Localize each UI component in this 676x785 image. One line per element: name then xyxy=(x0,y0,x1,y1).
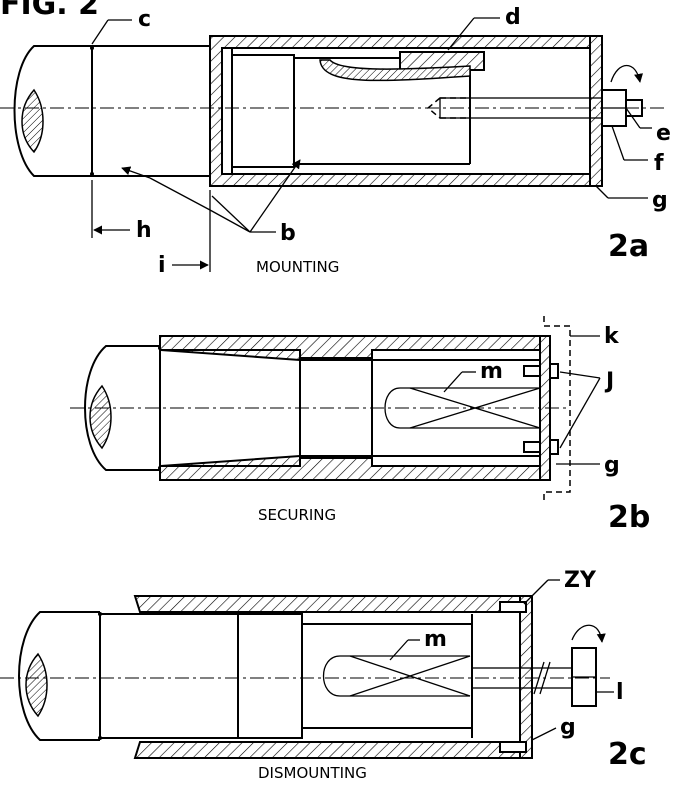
label-k: k xyxy=(604,324,620,349)
label-g-2b: g xyxy=(604,453,620,478)
label-g: g xyxy=(652,188,668,213)
caption-dismounting: DISMOUNTING xyxy=(258,764,367,782)
label-l: l xyxy=(616,680,624,705)
end-plate-2a xyxy=(589,35,603,187)
figure-id-2b: 2b xyxy=(608,500,650,535)
label-zy: ZY xyxy=(564,568,597,593)
figure-id-2a: 2a xyxy=(608,229,649,264)
label-b: b xyxy=(280,221,296,246)
shaft-2a xyxy=(13,45,92,177)
label-e: e xyxy=(656,121,671,146)
shaft-2b xyxy=(84,345,160,471)
screw-zy-bottom xyxy=(499,741,527,753)
figure-2c: ZY m l g DISMOUNTING 2c xyxy=(0,568,647,782)
figure-2a: c d e f g h i b MOUNTING 2a xyxy=(0,5,671,278)
label-i: i xyxy=(158,253,166,278)
housing-top-2c xyxy=(133,595,521,613)
sleeve-step-2b xyxy=(299,357,373,459)
label-h: h xyxy=(136,218,152,243)
label-f: f xyxy=(654,151,664,176)
figure-id-2c: 2c xyxy=(608,737,647,772)
label-j: J xyxy=(604,369,614,394)
housing-bottom-2c xyxy=(133,741,521,759)
caption-securing: SECURING xyxy=(258,506,336,524)
end-plate-2c xyxy=(519,595,533,759)
shaft-m-2b xyxy=(384,387,540,429)
shaft-2c xyxy=(18,611,100,741)
figure-2b: k m J g SECURING 2b xyxy=(70,316,650,535)
wave-section-2a xyxy=(319,59,471,82)
label-d: d xyxy=(505,5,521,30)
sleeve-step-2c xyxy=(237,613,303,739)
rotate-arrow-icon xyxy=(610,64,644,83)
label-m-2c: m xyxy=(424,627,447,652)
caption-mounting: MOUNTING xyxy=(256,258,339,276)
housing-top-2b xyxy=(159,335,541,361)
sleeve-step-2a xyxy=(231,54,295,168)
bolt-j-bottom xyxy=(523,441,541,453)
rotate-arrow-icon-2c xyxy=(571,624,606,643)
bolt-j-top xyxy=(523,365,541,377)
figure-title: FIG. 2 xyxy=(0,0,99,22)
housing-bottom-2b xyxy=(159,455,541,481)
label-c: c xyxy=(138,7,151,32)
label-g-2c: g xyxy=(560,715,576,740)
shaft-m-2c xyxy=(322,655,470,697)
bearing-body-2c xyxy=(99,613,239,739)
label-m-2b: m xyxy=(480,359,503,384)
screw-zy-top xyxy=(499,601,527,613)
